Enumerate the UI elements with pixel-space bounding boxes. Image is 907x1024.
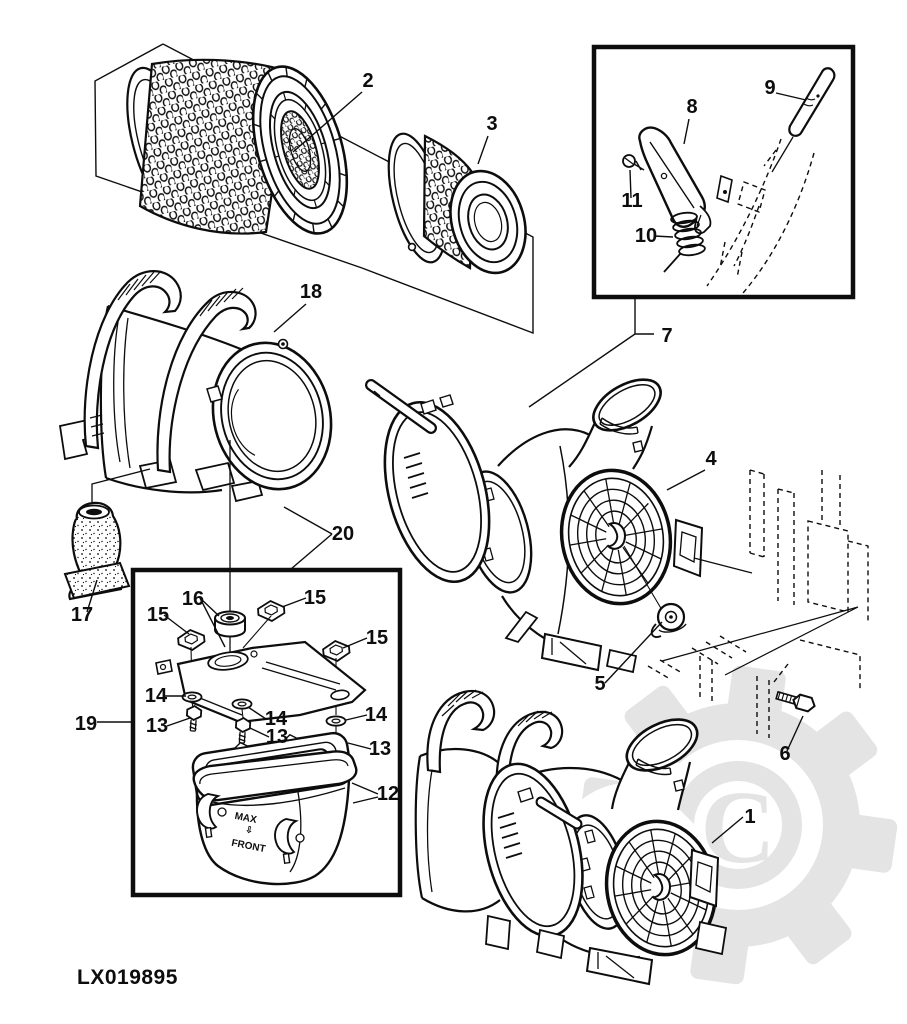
callout-2: 2 (362, 70, 373, 92)
inset-box-latch-detail (591, 44, 856, 300)
clip-nut-15 (256, 599, 286, 623)
callout-7: 7 (661, 325, 672, 347)
callout-18: 18 (300, 281, 322, 303)
frame-pointer-lines (661, 557, 859, 676)
mounting-strap-right (156, 287, 257, 474)
callout-11: 11 (621, 190, 642, 212)
bowl-marking-arrow: ⇩ (245, 824, 254, 835)
callout-1: 1 (744, 806, 755, 828)
housing-feet (504, 610, 638, 674)
bowl-latch (274, 818, 299, 865)
filter-element-primary (126, 58, 349, 235)
callout-13: 13 (266, 726, 288, 748)
callout-13: 13 (369, 738, 391, 760)
callout-9: 9 (764, 77, 775, 99)
callout-3: 3 (486, 113, 497, 135)
callout-19: 19 (75, 713, 97, 735)
filter-element-secondary (387, 132, 527, 275)
feet (485, 914, 728, 986)
callout-15: 15 (366, 627, 388, 649)
side-bracket (688, 848, 720, 908)
clamp-t-handle (517, 787, 583, 830)
callout-14: 14 (145, 685, 168, 707)
callout-13: 13 (146, 715, 168, 737)
callout-5: 5 (594, 673, 605, 695)
hex-bolt-6 (775, 690, 816, 713)
mounting-strap-left (83, 270, 182, 450)
grommet-16 (214, 610, 246, 656)
pin-9 (771, 67, 836, 173)
dashed-frame-outline (647, 469, 869, 738)
callout-labels: 1 2 3 4 5 6 7 8 9 10 11 12 13 13 13 14 1… (71, 70, 791, 828)
canister-body-18 (58, 270, 333, 503)
clamp-rod-handle (365, 379, 437, 434)
bowl-latch (196, 793, 221, 839)
figure-code: LX019895 (77, 966, 178, 989)
complete-air-cleaner-1 (414, 689, 728, 986)
callout-4: 4 (705, 448, 717, 470)
spring-10 (663, 211, 706, 273)
callout-10: 10 (635, 225, 657, 247)
callout-20: 20 (332, 523, 354, 545)
callout-12: 12 (377, 783, 399, 805)
side-bracket (672, 518, 704, 578)
strap-right (495, 710, 564, 796)
strap-left (426, 689, 496, 774)
intake-horn (610, 718, 699, 812)
cover-ring-20 (211, 341, 333, 491)
callout-6: 6 (779, 743, 790, 765)
frame-outline (94, 43, 534, 335)
bowl-marking-max: MAX (234, 811, 258, 826)
callout-16: 16 (182, 588, 204, 610)
bowl-marking-front: FRONT (230, 838, 266, 855)
inset-box-precleaner: MAX ⇩ FRONT (130, 440, 403, 898)
callout-14: 14 (265, 708, 288, 730)
intake-horn (568, 378, 662, 470)
callout-15: 15 (147, 604, 169, 626)
callout-leader-lines (86, 91, 807, 844)
callout-14: 14 (365, 704, 388, 726)
callout-8: 8 (686, 96, 697, 118)
wing-knob-5 (623, 545, 687, 638)
screw-11 (622, 154, 645, 171)
callout-15: 15 (304, 587, 326, 609)
washer-14 (325, 715, 347, 727)
latch-handle-8 (638, 126, 733, 235)
precleaner-bowl-12 (192, 750, 358, 886)
dust-unloader-valve-17 (63, 468, 151, 601)
screw-13 (233, 716, 252, 745)
air-cleaner-cover-assembly (365, 378, 704, 674)
dashed-engine-outline (706, 138, 815, 294)
callout-17: 17 (71, 604, 93, 626)
washer-14 (181, 691, 203, 703)
